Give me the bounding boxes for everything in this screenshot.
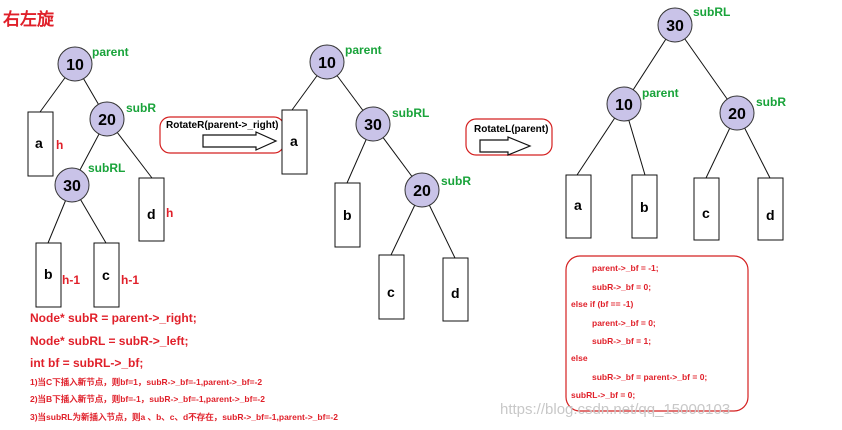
node-30-value: 30 xyxy=(666,18,684,35)
subtree-a xyxy=(281,109,308,175)
bf-box-border xyxy=(565,255,749,412)
subtree-c-height: h-1 xyxy=(121,273,139,287)
tree-2: a b c d 10 parent 30 subRL 20 subR xyxy=(281,43,471,322)
node-20 xyxy=(89,101,125,137)
rotate-left-label: RotateL(parent) xyxy=(474,124,548,135)
subtree-a xyxy=(565,174,592,239)
subtree-c-label: c xyxy=(102,267,110,283)
node-20 xyxy=(404,172,440,208)
node-30-label: subRL xyxy=(693,5,730,19)
bf-line-4: parent->_bf = 0; xyxy=(592,318,656,328)
node-30 xyxy=(54,167,90,203)
node-10 xyxy=(606,86,642,122)
node-30-value: 30 xyxy=(63,178,81,195)
bf-update-box: parent->_bf = -1; subR->_bf = 0; else if… xyxy=(565,255,749,412)
subtree-b-height: h-1 xyxy=(62,273,80,287)
node-30-value: 30 xyxy=(364,117,382,134)
bf-line-5: subR->_bf = 1; xyxy=(592,336,651,346)
node-20-label: subR xyxy=(756,95,786,109)
rotate-left-step: RotateL(parent) xyxy=(465,118,553,156)
note-3: 3)当subRL为新插入节点，则a 、b、c、d不存在，subR->_bf=-1… xyxy=(30,412,338,422)
subtree-b-label: b xyxy=(44,266,53,282)
node-10-value: 10 xyxy=(66,57,84,74)
rotate-right-label: RotateR(parent->_right) xyxy=(166,120,279,131)
code-line-2: Node* subRL = subR->_left; xyxy=(30,334,188,348)
bf-line-7: subR->_bf = parent->_bf = 0; xyxy=(592,372,707,382)
node-20-label: subR xyxy=(126,101,156,115)
right-arrow-icon xyxy=(479,136,532,156)
subtree-d xyxy=(757,177,784,241)
bf-line-2: subR->_bf = 0; xyxy=(592,282,651,292)
subtree-d-label: d xyxy=(766,207,775,223)
bf-line-8: subRL->_bf = 0; xyxy=(571,390,635,400)
subtree-b xyxy=(334,182,361,248)
code-block: Node* subR = parent->_right; Node* subRL… xyxy=(30,311,338,422)
tree-1: a h d h b h-1 c h-1 10 parent 20 subR 30… xyxy=(27,45,173,308)
note-1: 1)当C下插入新节点，则bf=1，subR->_bf=-1,parent->_b… xyxy=(30,377,262,387)
watermark: https://blog.csdn.net/qq_15000103 xyxy=(500,401,730,418)
bf-line-3: else if (bf == -1) xyxy=(571,299,634,309)
subtree-c xyxy=(693,177,720,241)
node-20-value: 20 xyxy=(413,183,431,200)
node-10-value: 10 xyxy=(318,55,336,72)
node-20-value: 20 xyxy=(728,106,746,123)
subtree-d-label: d xyxy=(451,285,460,301)
subtree-b-label: b xyxy=(343,207,352,223)
node-30 xyxy=(355,106,391,142)
node-10 xyxy=(309,44,345,80)
code-line-1: Node* subR = parent->_right; xyxy=(30,311,197,325)
diagram-title: 右左旋 xyxy=(3,9,55,29)
subtree-a-label: a xyxy=(35,135,43,151)
code-line-3: int bf = subRL->_bf; xyxy=(30,356,143,370)
tree-3: a b c d 30 subRL 10 parent 20 subR xyxy=(565,5,786,241)
node-30-label: subRL xyxy=(392,106,429,120)
note-2: 2)当B下插入新节点，则bf=-1，subR->_bf=-1,parent->_… xyxy=(30,394,265,404)
rotate-right-step: RotateR(parent->_right) xyxy=(159,116,285,154)
node-30-label: subRL xyxy=(88,161,125,175)
subtree-c xyxy=(93,242,120,308)
subtree-c-label: c xyxy=(387,284,395,300)
node-20-value: 20 xyxy=(98,112,116,129)
node-10 xyxy=(57,46,93,82)
node-10-value: 10 xyxy=(615,97,633,114)
subtree-d xyxy=(138,177,165,242)
bf-line-1: parent->_bf = -1; xyxy=(592,263,659,273)
node-10-label: parent xyxy=(345,43,382,57)
subtree-b xyxy=(35,242,62,308)
bf-line-6: else xyxy=(571,353,588,363)
subtree-a-label: a xyxy=(290,133,298,149)
node-10-label: parent xyxy=(642,86,679,100)
subtree-c-label: c xyxy=(702,205,710,221)
subtree-d-label: d xyxy=(147,206,156,222)
subtree-c xyxy=(378,254,405,320)
subtree-b-label: b xyxy=(640,199,649,215)
node-10-label: parent xyxy=(92,45,129,59)
node-20 xyxy=(719,95,755,131)
subtree-b xyxy=(631,174,658,239)
node-20-label: subR xyxy=(441,174,471,188)
subtree-d-height: h xyxy=(166,206,173,220)
subtree-a-label: a xyxy=(574,197,582,213)
right-arrow-icon xyxy=(202,131,278,151)
node-30 xyxy=(657,7,693,43)
subtree-a xyxy=(27,111,54,177)
subtree-a-height: h xyxy=(56,138,63,152)
subtree-d xyxy=(442,257,469,322)
